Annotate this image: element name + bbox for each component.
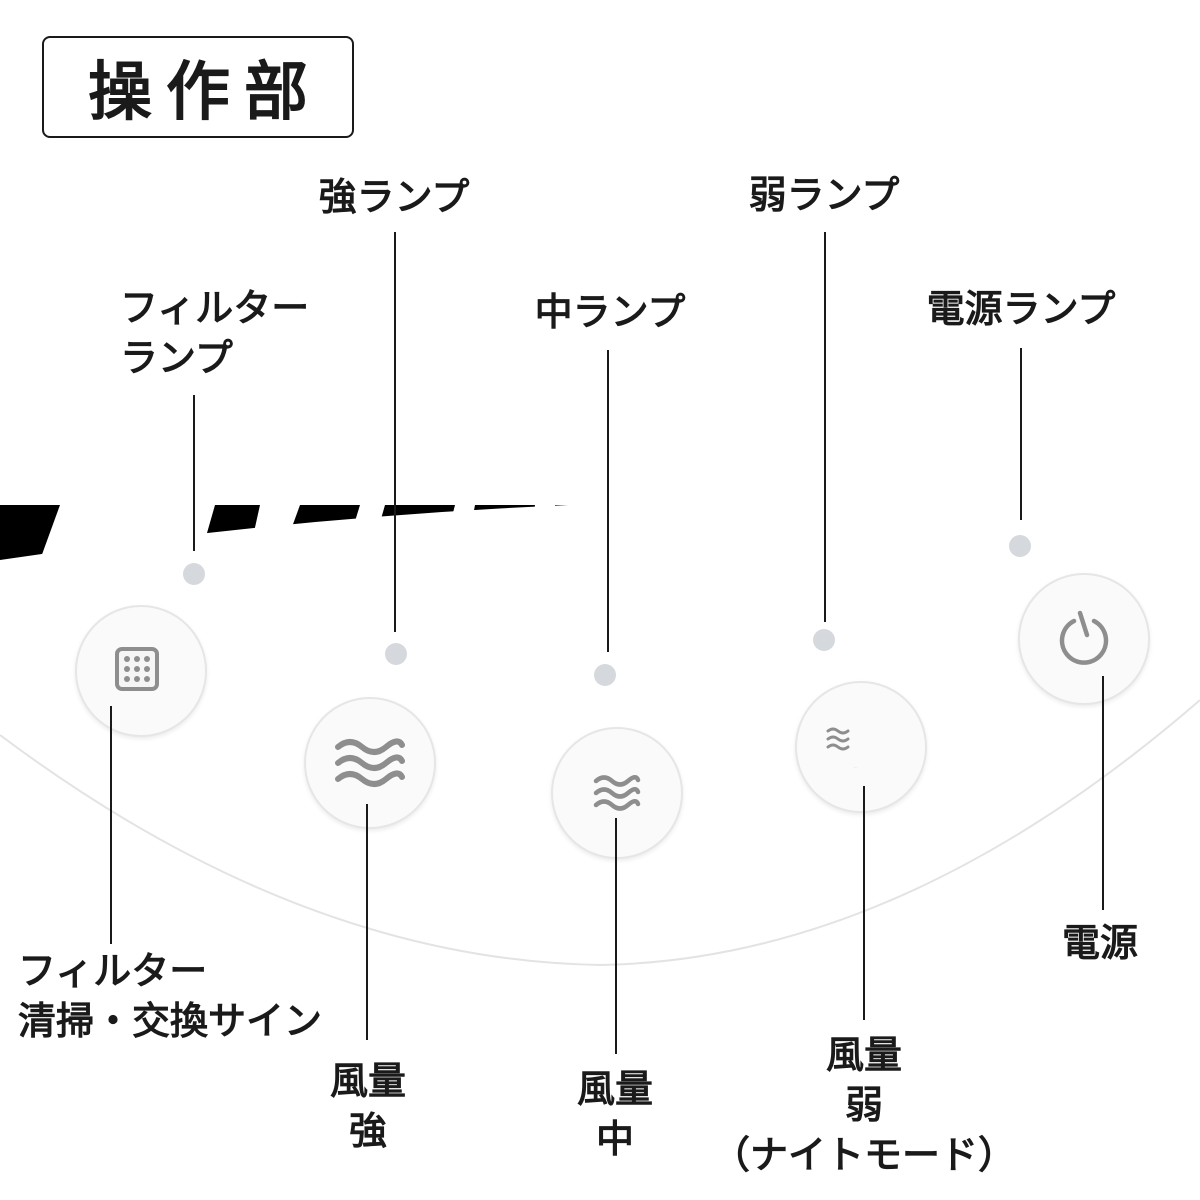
- strong-lamp-label: 強ランプ: [318, 175, 470, 219]
- medium-lamp: [594, 664, 616, 686]
- leader-line-power-lamp: [1020, 348, 1022, 520]
- title-box: 操作部: [42, 36, 354, 138]
- weak-lamp-label: 弱ランプ: [748, 173, 900, 217]
- weak-button[interactable]: [795, 681, 927, 813]
- leader-line-strong-lamp: [394, 232, 396, 632]
- leader-line-filter-lamp: [193, 395, 195, 551]
- leader-line-power-button: [1102, 676, 1104, 910]
- wind-medium-icon: [593, 775, 641, 811]
- medium-lamp-label: 中ランプ: [534, 290, 686, 334]
- power-button[interactable]: [1018, 573, 1150, 705]
- medium-button[interactable]: [551, 727, 683, 859]
- power-lamp-label: 電源ランプ: [926, 287, 1116, 331]
- leader-line-filter-button: [110, 706, 112, 944]
- strong-button[interactable]: [304, 697, 436, 829]
- page-title: 操作部: [88, 56, 322, 130]
- strong-button-label: 風量 強: [329, 1059, 407, 1153]
- filter-lamp: [183, 563, 205, 585]
- wind-night-moon-icon: [826, 723, 883, 768]
- leader-line-weak-button: [863, 786, 865, 1020]
- medium-button-label: 風量 中: [576, 1067, 654, 1161]
- weak-button-label: 風量 弱 （ナイトモード）: [711, 1033, 1017, 1177]
- leader-line-medium-lamp: [607, 350, 609, 652]
- filter-grid-icon: [115, 647, 159, 691]
- strong-lamp: [385, 643, 407, 665]
- leader-line-medium-button: [615, 818, 617, 1054]
- leader-line-strong-button: [366, 804, 368, 1040]
- leader-line-weak-lamp: [824, 232, 826, 622]
- filter-button[interactable]: [75, 605, 207, 737]
- filter-lamp-label: フィルター ランプ: [120, 286, 310, 380]
- weak-lamp: [813, 629, 835, 651]
- power-button-label: 電源: [1061, 921, 1139, 965]
- power-icon: [1059, 610, 1109, 665]
- power-lamp: [1009, 535, 1031, 557]
- wind-strong-icon: [335, 738, 405, 787]
- filter-button-label: フィルター 清掃・交換サイン: [18, 949, 323, 1043]
